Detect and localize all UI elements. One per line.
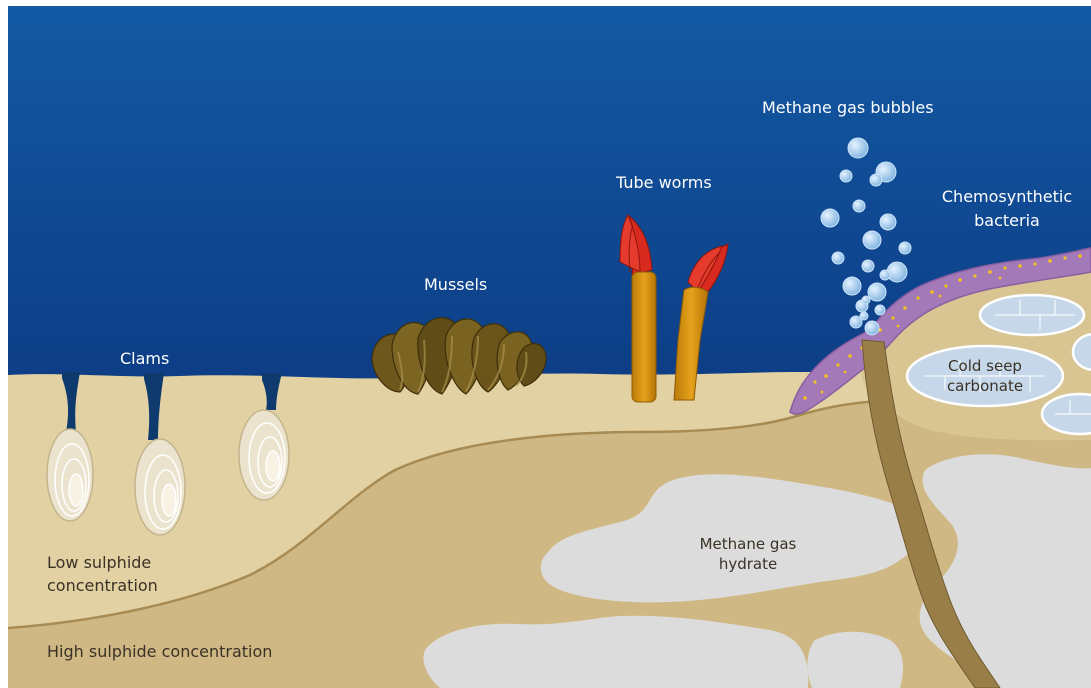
methane-gas-hydrate-label-line1: Methane gas — [688, 534, 808, 554]
clam — [47, 429, 93, 521]
cold-seep-carbonate-label-line2: carbonate — [925, 376, 1045, 396]
low-sulphide-label-line2: concentration — [47, 576, 158, 596]
low-sulphide-label: Low sulphide concentration — [47, 553, 158, 596]
chemosynthetic-bacteria-label: Chemosynthetic bacteria — [927, 187, 1087, 231]
methane-gas-hydrate-label-line2: hydrate — [688, 554, 808, 574]
clam — [135, 439, 185, 535]
low-sulphide-label-line1: Low sulphide — [47, 553, 158, 573]
clams-label: Clams — [120, 349, 169, 369]
methane-gas-hydrate-label: Methane gas hydrate — [688, 534, 808, 574]
tube-worms-label: Tube worms — [616, 173, 712, 193]
mussels-label: Mussels — [424, 275, 487, 295]
chemosynthetic-bacteria-label-line2: bacteria — [927, 211, 1087, 231]
hydrate-patch-right-lower — [807, 632, 903, 688]
cold-seep-carbonate-label: Cold seep carbonate — [925, 356, 1045, 396]
methane-bubbles-label: Methane gas bubbles — [762, 98, 934, 118]
clam — [239, 410, 289, 500]
cold-seep-carbonate-label-line1: Cold seep — [925, 356, 1045, 376]
chemosynthetic-bacteria-label-line1: Chemosynthetic — [927, 187, 1087, 207]
high-sulphide-label: High sulphide concentration — [47, 642, 272, 662]
